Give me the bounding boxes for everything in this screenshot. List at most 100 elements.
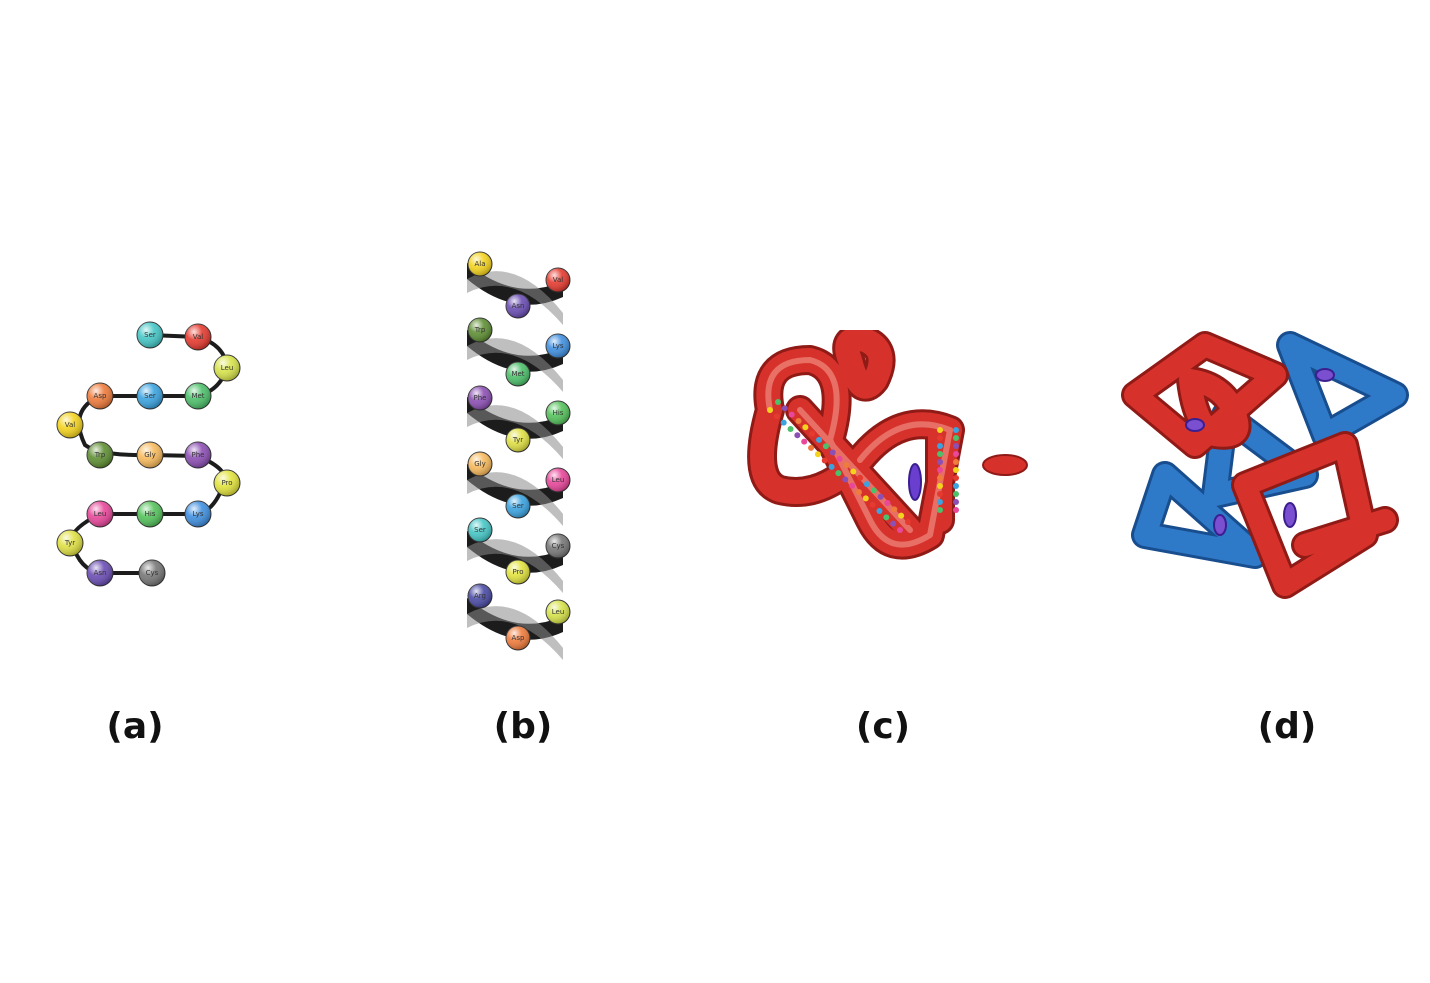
tertiary-bead xyxy=(802,424,809,431)
secondary-residue: Val xyxy=(545,267,571,293)
primary-residue: Lys xyxy=(184,500,212,528)
tertiary-bead xyxy=(937,475,943,481)
helix-ribbon-back xyxy=(467,539,563,593)
primary-residue: Leu xyxy=(86,500,114,528)
primary-residue: Asn xyxy=(86,559,114,587)
tertiary-bead xyxy=(795,417,802,424)
secondary-residue: Tyr xyxy=(505,427,531,453)
primary-residue: Leu xyxy=(213,354,241,382)
secondary-residue-label: His xyxy=(553,409,564,417)
tertiary-bead xyxy=(937,459,943,465)
primary-residue-label: Leu xyxy=(94,510,107,518)
secondary-residue: Met xyxy=(505,361,531,387)
primary-residue-label: Leu xyxy=(221,364,234,372)
primary-residue: Ser xyxy=(136,321,164,349)
secondary-residue: Gly xyxy=(467,451,493,477)
secondary-residue-label: Val xyxy=(553,276,564,284)
tertiary-bead xyxy=(850,468,857,475)
secondary-residue: Lys xyxy=(545,333,571,359)
tertiary-bead xyxy=(953,507,959,513)
tertiary-bead xyxy=(953,451,959,457)
tertiary-bead xyxy=(808,444,815,451)
tertiary-bead xyxy=(780,419,787,426)
secondary-residue: Ser xyxy=(505,493,531,519)
tertiary-bead xyxy=(788,411,795,418)
secondary-residue-label: Asp xyxy=(512,634,525,642)
quaternary-structure-diagram xyxy=(1121,331,1409,599)
tertiary-bead xyxy=(857,474,864,481)
primary-residue-label: Ser xyxy=(144,392,156,400)
tertiary-bead xyxy=(863,481,870,488)
tertiary-bead xyxy=(953,467,959,473)
primary-residue-label: Trp xyxy=(94,451,106,459)
tertiary-bead xyxy=(898,512,905,519)
secondary-residue: Phe xyxy=(467,385,493,411)
tertiary-bead xyxy=(787,425,794,432)
primary-residue-label: Val xyxy=(193,333,204,341)
primary-residue-label: Cys xyxy=(146,569,159,577)
primary-residue-label: His xyxy=(145,510,156,518)
secondary-residue-label: Ser xyxy=(474,526,486,534)
secondary-residue-label: Pro xyxy=(512,568,523,576)
tertiary-bead xyxy=(953,427,959,433)
secondary-residue: Trp xyxy=(467,317,493,343)
primary-residue: Tyr xyxy=(56,529,84,557)
tertiary-bead xyxy=(877,493,884,500)
tertiary-bead xyxy=(953,475,959,481)
tertiary-bead xyxy=(775,399,781,405)
primary-residue-label: Gly xyxy=(144,451,156,459)
primary-residue-label: Val xyxy=(65,421,76,429)
helix-ribbon-back xyxy=(467,405,563,459)
tertiary-bead xyxy=(937,443,943,449)
primary-residue: Trp xyxy=(86,441,114,469)
secondary-residue-label: Leu xyxy=(552,476,565,484)
tertiary-bead xyxy=(814,451,821,458)
primary-residue: Pro xyxy=(213,469,241,497)
tertiary-bead xyxy=(953,491,959,497)
primary-residue-label: Lys xyxy=(192,510,203,518)
tertiary-bead xyxy=(773,413,780,420)
tertiary-bead xyxy=(821,457,828,464)
secondary-residue: Pro xyxy=(505,559,531,585)
tertiary-bead xyxy=(876,508,883,515)
secondary-residue-label: Cys xyxy=(552,542,565,550)
tertiary-bead xyxy=(953,459,959,465)
tertiary-bead xyxy=(937,499,943,505)
secondary-residue: Asp xyxy=(505,625,531,651)
primary-residue: Asp xyxy=(86,382,114,410)
secondary-residue: Ala xyxy=(467,251,493,277)
tertiary-structure-diagram xyxy=(747,330,1028,560)
tertiary-bead xyxy=(870,487,877,494)
label-c: (c) xyxy=(855,706,911,747)
tertiary-bead xyxy=(862,495,869,502)
tertiary-bead xyxy=(937,467,943,473)
tertiary-bead xyxy=(884,500,891,507)
tertiary-bead xyxy=(829,449,836,456)
primary-residue-label: Phe xyxy=(192,451,205,459)
tertiary-bead xyxy=(905,519,911,525)
tertiary-bead xyxy=(937,435,943,441)
tertiary-bead xyxy=(890,520,897,527)
tertiary-bead xyxy=(801,438,808,445)
secondary-residue: Leu xyxy=(545,599,571,625)
secondary-residue: Ser xyxy=(467,517,493,543)
primary-residue-label: Asp xyxy=(94,392,107,400)
tertiary-bead xyxy=(855,489,862,496)
primary-residue-label: Asn xyxy=(94,569,107,577)
primary-residue: His xyxy=(136,500,164,528)
primary-residue: Phe xyxy=(184,441,212,469)
tertiary-bead xyxy=(953,499,959,505)
tertiary-bead xyxy=(828,463,835,470)
primary-residue: Val xyxy=(56,411,84,439)
secondary-residue-label: Phe xyxy=(474,394,487,402)
secondary-residue-label: Ala xyxy=(474,260,485,268)
tertiary-bead xyxy=(794,432,801,439)
secondary-residue: His xyxy=(545,400,571,426)
primary-residue: Met xyxy=(184,382,212,410)
tertiary-bead xyxy=(953,435,959,441)
helix-ribbon-back xyxy=(467,271,563,325)
primary-residue-label: Tyr xyxy=(64,539,75,547)
tertiary-bead xyxy=(937,491,943,497)
tertiary-bead xyxy=(767,407,773,413)
secondary-residue-label: Gly xyxy=(474,460,486,468)
